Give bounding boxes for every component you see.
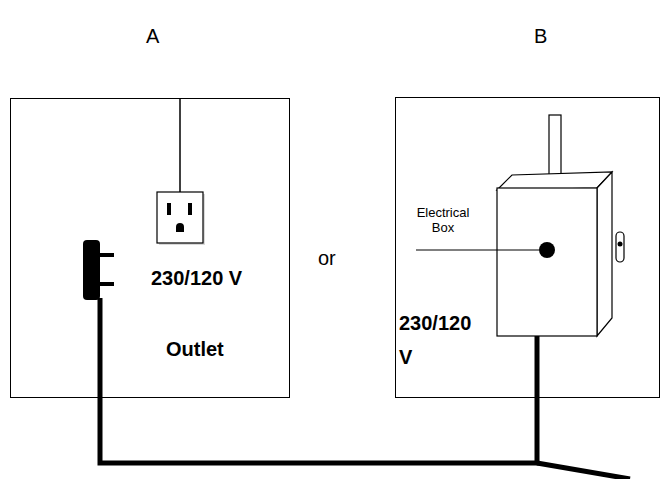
plug-prong <box>99 282 114 286</box>
panel-heading: A <box>146 19 159 53</box>
power-cord <box>100 398 537 463</box>
outlet-slot <box>188 203 192 215</box>
cord-extension <box>537 463 630 479</box>
plug-prong <box>99 253 114 257</box>
box-top <box>497 172 612 190</box>
voltage-label: 230/120 V <box>151 261 242 295</box>
plug-symbol <box>83 240 100 300</box>
box-cable <box>535 336 540 398</box>
panel-box: BElectrical Box230/120 V <box>395 97 660 398</box>
outlet-slot <box>167 203 171 215</box>
outlet-wire <box>179 98 181 192</box>
box-switch <box>616 232 624 262</box>
outlet-symbol <box>157 192 203 243</box>
separator-word: or <box>318 247 336 270</box>
plug-cord <box>98 298 103 398</box>
voltage-label: 230/120 V <box>399 306 484 374</box>
box-front <box>497 188 597 336</box>
outlet-ground <box>176 223 184 232</box>
box-side <box>597 172 612 336</box>
panel-box: A230/120 VOutlet <box>10 98 290 398</box>
conduit <box>549 115 561 181</box>
switch-pivot <box>618 242 623 247</box>
leader-line <box>416 250 539 251</box>
panel-heading: B <box>534 19 547 53</box>
box-dot <box>539 242 555 258</box>
box-label: Electrical Box <box>411 206 475 236</box>
outlet-label: Outlet <box>166 332 224 366</box>
